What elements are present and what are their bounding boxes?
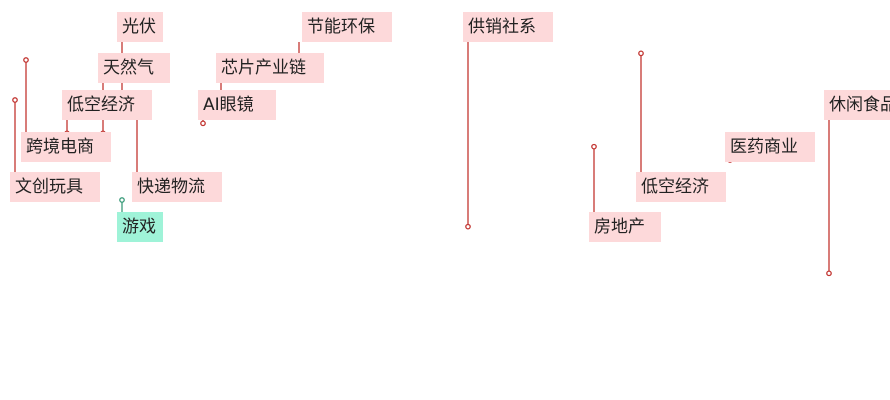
data-label[interactable]: 文创玩具 <box>10 172 100 202</box>
data-label[interactable]: 游戏 <box>117 212 163 242</box>
data-point[interactable] <box>200 120 206 127</box>
data-point[interactable] <box>465 223 471 230</box>
data-point[interactable] <box>23 57 29 63</box>
data-point[interactable] <box>638 50 644 57</box>
data-label[interactable]: AI眼镜 <box>198 90 276 120</box>
data-label[interactable]: 医药商业 <box>725 132 815 162</box>
data-point[interactable] <box>591 143 597 150</box>
data-label[interactable]: 休闲食品 <box>824 90 890 120</box>
data-label[interactable]: 低空经济 <box>62 90 152 120</box>
data-label[interactable]: 节能环保 <box>302 12 392 42</box>
data-label[interactable]: 快递物流 <box>132 172 222 202</box>
data-label[interactable]: 天然气 <box>98 53 170 83</box>
data-label[interactable]: 光伏 <box>117 12 163 42</box>
data-point[interactable] <box>826 270 832 277</box>
data-label[interactable]: 供销社系 <box>463 12 553 42</box>
data-point[interactable] <box>119 197 125 203</box>
data-label[interactable]: 芯片产业链 <box>216 53 324 83</box>
data-point[interactable] <box>12 97 18 103</box>
data-label[interactable]: 跨境电商 <box>21 132 111 162</box>
data-label[interactable]: 房地产 <box>589 212 661 242</box>
data-label[interactable]: 低空经济 <box>636 172 726 202</box>
